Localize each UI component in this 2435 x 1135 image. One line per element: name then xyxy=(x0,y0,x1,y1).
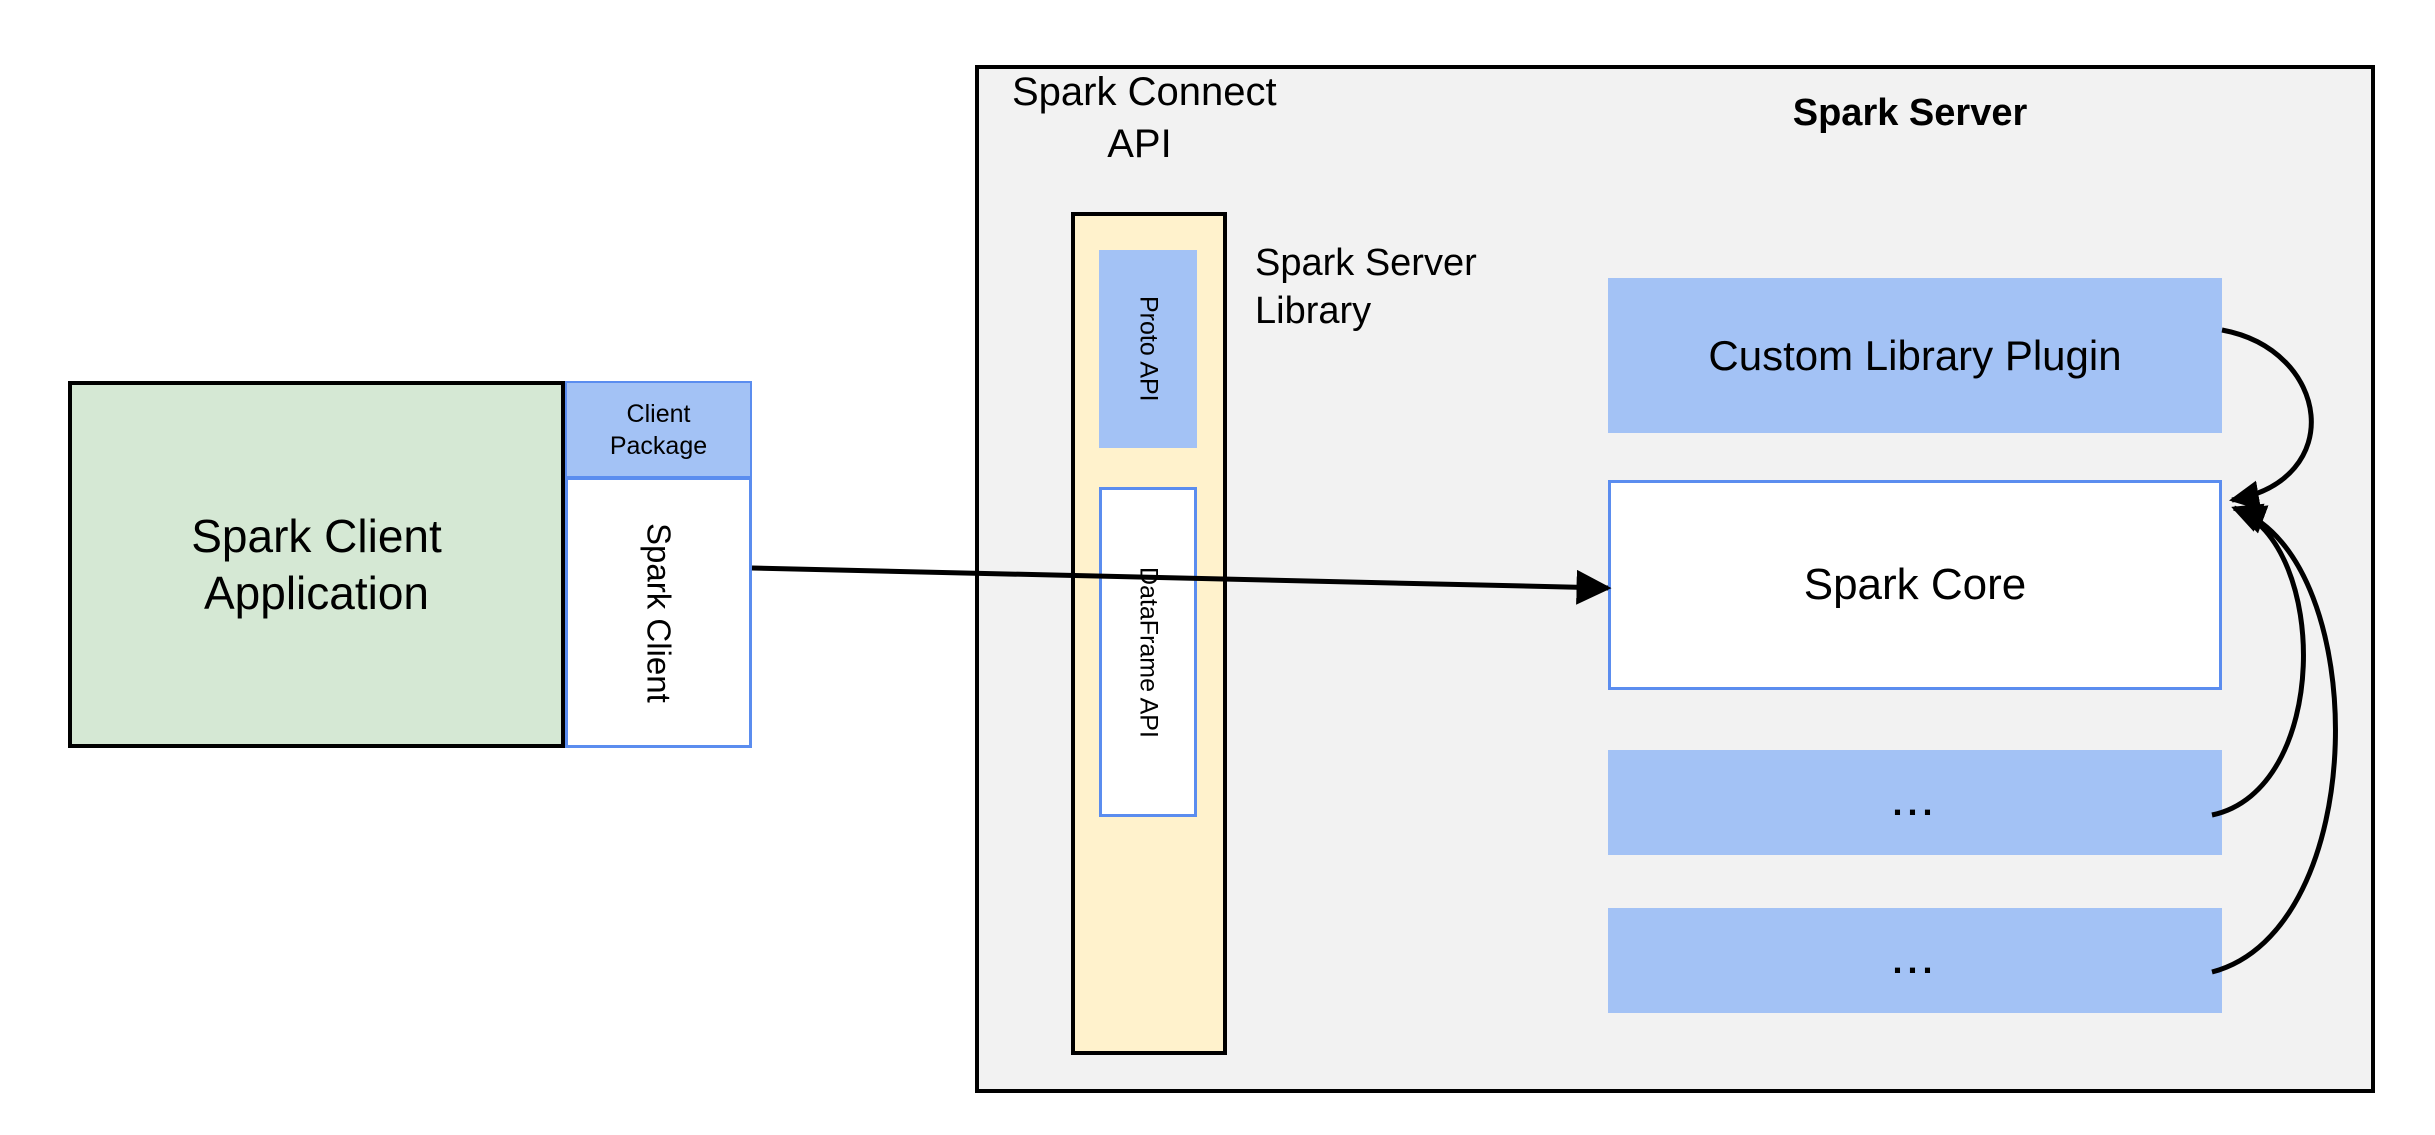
spark-client-box[interactable]: Spark Client xyxy=(565,477,752,748)
proto-api-box[interactable]: Proto API xyxy=(1099,250,1197,448)
spark-server-title: Spark Server xyxy=(1792,91,2028,134)
spark-connect-api-label: Spark Connect API xyxy=(1012,70,1277,166)
custom-library-plugin-box[interactable]: Custom Library Plugin xyxy=(1608,278,2222,433)
dataframe-api-box[interactable]: DataFrame API xyxy=(1099,487,1197,817)
spark-core-box[interactable]: Spark Core xyxy=(1608,480,2222,690)
server-component-ellipsis-1[interactable]: ... xyxy=(1608,750,2222,855)
spark-client-application-label: Spark Client Application xyxy=(191,510,442,619)
client-package-label: Client Package xyxy=(609,399,708,460)
spark-client-application-box[interactable]: Spark Client Application xyxy=(68,381,565,748)
spark-client-label: Spark Client xyxy=(640,522,678,703)
spark-core-label: Spark Core xyxy=(1803,560,2027,609)
custom-library-plugin-label: Custom Library Plugin xyxy=(1708,331,2122,379)
ellipsis-label-2: ... xyxy=(1892,939,1938,981)
client-package-box[interactable]: Client Package xyxy=(565,381,752,478)
server-component-ellipsis-2[interactable]: ... xyxy=(1608,908,2222,1013)
spark-server-library-label: Spark Server Library xyxy=(1255,242,1477,332)
proto-api-label: Proto API xyxy=(1134,296,1163,402)
ellipsis-label-1: ... xyxy=(1892,781,1938,823)
dataframe-api-label: DataFrame API xyxy=(1134,566,1163,738)
